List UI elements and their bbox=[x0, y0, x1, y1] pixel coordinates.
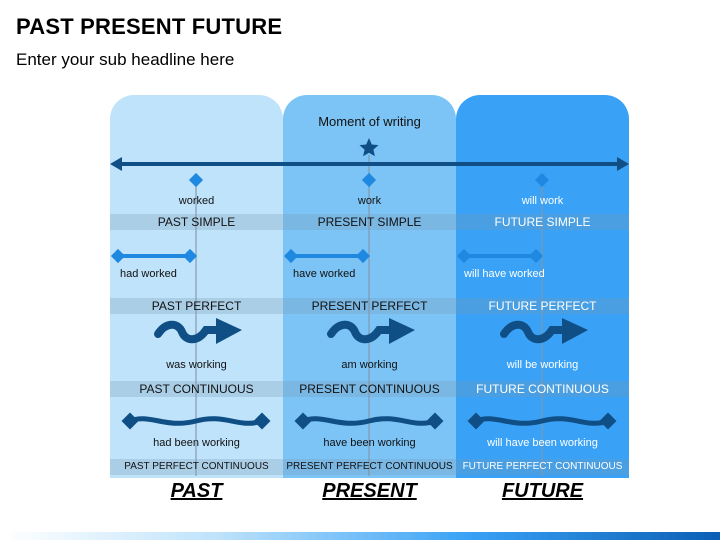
present-perfect-verb: have worked bbox=[293, 268, 356, 280]
past-perfect-continuous-verb: had been working bbox=[153, 437, 240, 449]
wavy-arrow-icon bbox=[500, 318, 588, 344]
present-continuous-label: PRESENT CONTINUOUS bbox=[299, 382, 440, 396]
present-perfect-continuous-verb: have been working bbox=[323, 437, 416, 449]
past-continuous-verb: was working bbox=[166, 359, 227, 371]
double-diamond-line-icon bbox=[456, 248, 544, 264]
bottom-gradient-bar bbox=[0, 532, 720, 540]
future-continuous-label: FUTURE CONTINUOUS bbox=[476, 382, 609, 396]
future-simple-label: FUTURE SIMPLE bbox=[494, 215, 591, 229]
present-perfect-label: PRESENT PERFECT bbox=[311, 299, 428, 313]
past-continuous-label: PAST CONTINUOUS bbox=[139, 382, 254, 396]
past-simple-verb: worked bbox=[178, 195, 215, 207]
era-label-past: PAST bbox=[170, 480, 223, 502]
present-perfect-continuous-label: PRESENT PERFECT CONTINUOUS bbox=[286, 461, 453, 472]
moment-of-writing-label: Moment of writing bbox=[318, 114, 421, 129]
future-perfect-verb: will have worked bbox=[464, 268, 545, 280]
present-simple-label: PRESENT SIMPLE bbox=[317, 215, 422, 229]
past-perfect-verb: had worked bbox=[120, 268, 177, 280]
past-perfect-label: PAST PERFECT bbox=[151, 299, 242, 313]
era-label-future: FUTURE bbox=[501, 480, 584, 502]
future-perfect-continuous-verb: will have been working bbox=[487, 437, 598, 449]
past-simple-label: PAST SIMPLE bbox=[157, 215, 236, 229]
wavy-arrow-icon bbox=[327, 318, 415, 344]
page-title: PAST PRESENT FUTURE bbox=[16, 14, 283, 39]
main-timeline-arrow bbox=[110, 157, 629, 171]
present-continuous-verb: am working bbox=[341, 359, 398, 371]
past-perfect-continuous-label: PAST PERFECT CONTINUOUS bbox=[124, 461, 269, 472]
diamond-marker-icon bbox=[361, 172, 377, 188]
present-simple-verb: work bbox=[357, 195, 382, 207]
era-label-present: PRESENT bbox=[322, 480, 417, 502]
double-diamond-line-icon bbox=[110, 248, 198, 264]
wavy-arrow-icon bbox=[154, 318, 242, 344]
future-continuous-verb: will be working bbox=[506, 359, 579, 371]
future-perfect-continuous-label: FUTURE PERFECT CONTINUOUS bbox=[462, 461, 623, 472]
star-icon bbox=[359, 138, 379, 157]
page-subtitle: Enter your sub headline here bbox=[16, 50, 235, 69]
double-diamond-line-icon bbox=[283, 248, 371, 264]
future-simple-verb: will work bbox=[521, 195, 564, 207]
diamond-marker-icon bbox=[188, 172, 204, 188]
future-perfect-label: FUTURE PERFECT bbox=[488, 299, 597, 313]
diamond-marker-icon bbox=[534, 172, 550, 188]
